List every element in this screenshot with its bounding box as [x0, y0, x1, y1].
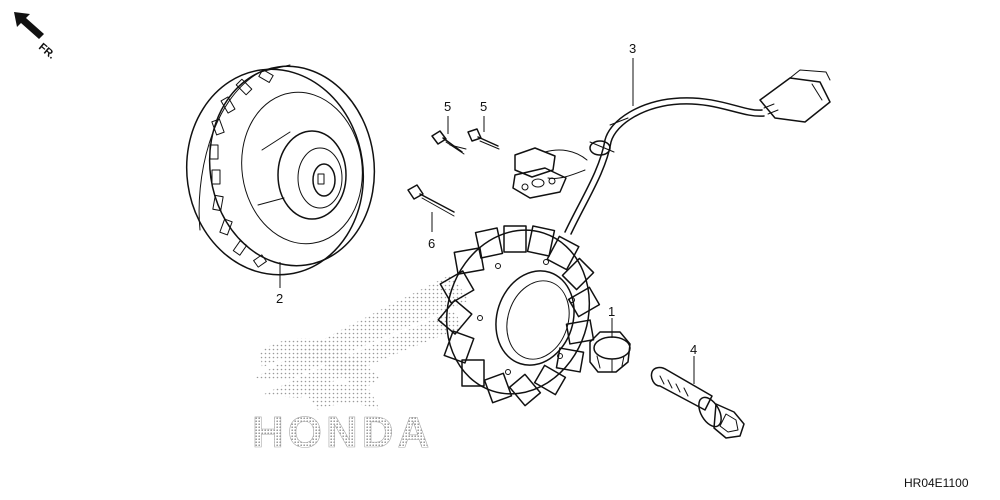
- flywheel: [185, 64, 376, 276]
- callout-1: 1: [608, 304, 615, 319]
- direction-label: FR.: [36, 41, 57, 62]
- callout-leaders: [279, 58, 695, 384]
- stator: [437, 225, 601, 407]
- honda-wing-watermark: [255, 275, 470, 410]
- pulser-generator: [512, 147, 567, 199]
- callout-5-left: 5: [444, 99, 451, 114]
- callout-6: 6: [428, 236, 435, 251]
- svg-text:HONDA: HONDA: [252, 408, 433, 457]
- wire-harness: [544, 69, 831, 235]
- callout-5-right: 5: [480, 99, 487, 114]
- callout-3: 3: [629, 41, 636, 56]
- flywheel-nut: [589, 331, 631, 373]
- pulser-bolt-right: [467, 128, 500, 150]
- pulser-bolt-left: [431, 130, 467, 155]
- stator-bolt: [407, 184, 455, 217]
- callout-4: 4: [690, 342, 697, 357]
- harness-connector: [759, 69, 831, 123]
- honda-logo-watermark: HONDA: [252, 408, 433, 458]
- diagram-code: HR04E1100: [904, 476, 969, 490]
- flange-bolt: [650, 366, 745, 439]
- callout-2: 2: [276, 291, 283, 306]
- front-direction-arrow: FR.: [14, 12, 57, 62]
